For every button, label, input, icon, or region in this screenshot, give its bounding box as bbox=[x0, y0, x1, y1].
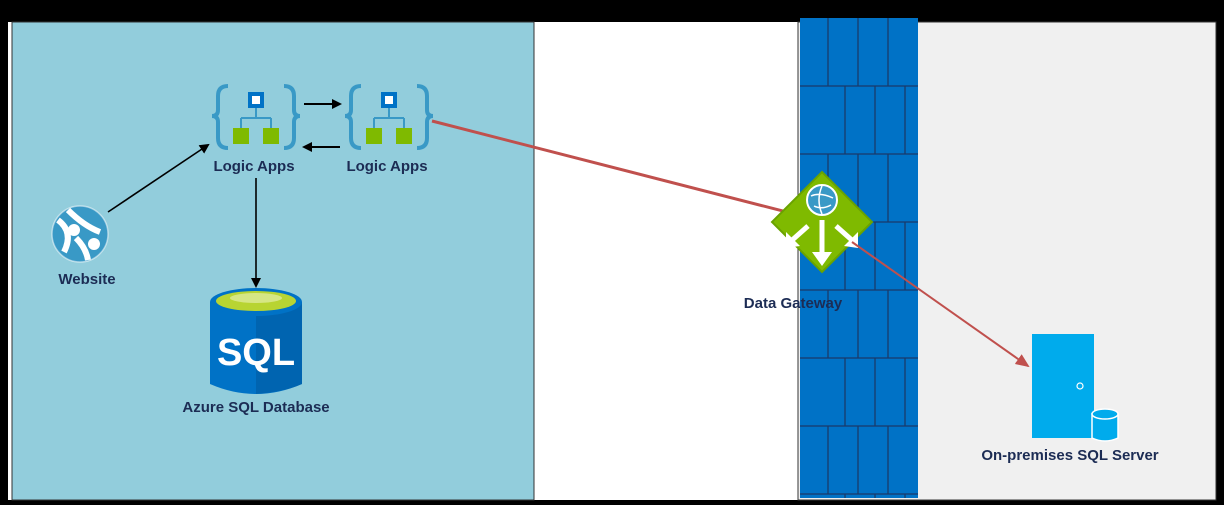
data-gateway-icon bbox=[770, 170, 874, 274]
logic-apps-icon bbox=[211, 84, 301, 150]
website-globe-icon bbox=[51, 205, 109, 263]
arrow-gateway-to-onprem-sql bbox=[851, 241, 1030, 368]
sql-database-icon bbox=[210, 288, 302, 394]
cloud-zone bbox=[11, 21, 535, 501]
azure-sql-database-label: Azure SQL Database bbox=[182, 399, 329, 416]
logic-apps-1-label: Logic Apps bbox=[213, 158, 294, 175]
data-gateway-label: Data Gateway bbox=[744, 295, 843, 312]
sql-icon-text: SQL bbox=[217, 332, 295, 374]
arrow-website-to-logicapp bbox=[107, 143, 210, 213]
logic-apps-icon bbox=[344, 84, 434, 150]
logic-apps-2-label: Logic Apps bbox=[346, 158, 427, 175]
arrow-logicapp-to-gateway bbox=[431, 119, 820, 223]
website-label: Website bbox=[58, 271, 115, 288]
on-prem-sql-server-label: On-premises SQL Server bbox=[981, 447, 1158, 464]
server-tower-icon bbox=[1032, 334, 1119, 442]
